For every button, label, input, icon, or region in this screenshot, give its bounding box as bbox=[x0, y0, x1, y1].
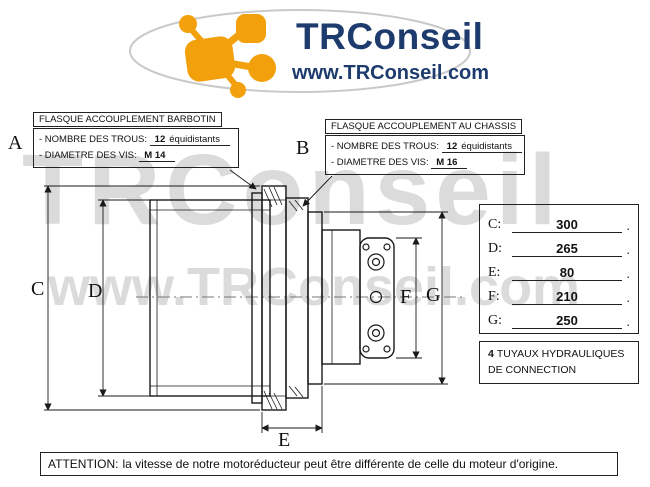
dim-row-period: . bbox=[626, 266, 630, 281]
dim-row-d: D: 265 . bbox=[488, 233, 630, 257]
dim-row-label: D: bbox=[488, 241, 502, 256]
dim-row-period: . bbox=[626, 290, 630, 305]
attention-prefix: ATTENTION: bbox=[48, 457, 119, 471]
dim-row-label: F: bbox=[488, 289, 500, 304]
ref-letter-b: B bbox=[296, 137, 310, 159]
dim-row-value: 265 bbox=[512, 241, 622, 257]
hydraulics-count: 4 bbox=[488, 348, 494, 360]
dim-row-label: G: bbox=[488, 313, 502, 328]
dim-row-value: 80 bbox=[512, 265, 622, 281]
dim-letter-c: C bbox=[31, 278, 45, 300]
barbotin-holes-label: - NOMBRE DES TROUS: bbox=[39, 134, 148, 145]
dim-row-value: 210 bbox=[512, 289, 622, 305]
brand-title: TRConseil bbox=[296, 16, 484, 57]
dim-e-lines bbox=[261, 386, 323, 433]
chassis-holes-label: - NOMBRE DES TROUS: bbox=[331, 141, 440, 152]
dim-row-period: . bbox=[626, 242, 630, 257]
dim-row-period: . bbox=[626, 314, 630, 329]
dim-row-g: G: 250 . bbox=[488, 305, 630, 329]
dim-letter-e: E bbox=[278, 429, 291, 451]
chassis-screws-label: - DIAMETRE DES VIS: bbox=[331, 157, 429, 168]
dim-row-c: C: 300 . bbox=[488, 209, 630, 233]
dim-row-label: E: bbox=[488, 265, 501, 280]
ref-letter-a: A bbox=[8, 132, 23, 154]
logo-art bbox=[129, 9, 471, 98]
barbotin-box-title: FLASQUE ACCOUPLEMENT BARBOTIN bbox=[33, 112, 222, 127]
dim-row-e: E: 80 . bbox=[488, 257, 630, 281]
logo-ellipse bbox=[129, 9, 471, 93]
dim-row-label: C: bbox=[488, 217, 502, 232]
dim-letter-g: G bbox=[426, 284, 441, 306]
barbotin-screws-label: - DIAMETRE DES VIS: bbox=[39, 150, 137, 161]
attention-text: la vitesse de notre motoréducteur peut ê… bbox=[122, 457, 559, 471]
brand-website: www.TRConseil.com bbox=[292, 62, 490, 84]
barbotin-screws-value-line: M 14 bbox=[139, 150, 176, 162]
dim-letter-d: D bbox=[88, 280, 103, 302]
chassis-box-title: FLASQUE ACCOUPLEMENT AU CHASSIS bbox=[325, 119, 523, 134]
attention-bar: ATTENTION:la vitesse de notre motoréduct… bbox=[40, 452, 618, 476]
logo-mark bbox=[179, 14, 276, 98]
chassis-screws-value-line: M 16 bbox=[431, 157, 468, 169]
dim-row-value: 250 bbox=[512, 313, 622, 329]
hydraulics-line2: DE CONNECTION bbox=[488, 364, 577, 377]
dim-row-value: 300 bbox=[512, 217, 622, 233]
chassis-screws-line: - DIAMETRE DES VIS: M 16 bbox=[331, 155, 519, 171]
dim-row-f: F: 210 . bbox=[488, 281, 630, 305]
dim-row-period: . bbox=[626, 218, 630, 233]
hydraulics-text1: TUYAUX HYDRAULIQUES bbox=[496, 348, 625, 360]
dimension-values-box: C: 300 . D: 265 . E: 80 . F: 210 . G: 25… bbox=[479, 204, 639, 334]
barbotin-screws-line: - DIAMETRE DES VIS: M 14 bbox=[39, 148, 233, 164]
dim-letter-f: F bbox=[400, 286, 412, 308]
